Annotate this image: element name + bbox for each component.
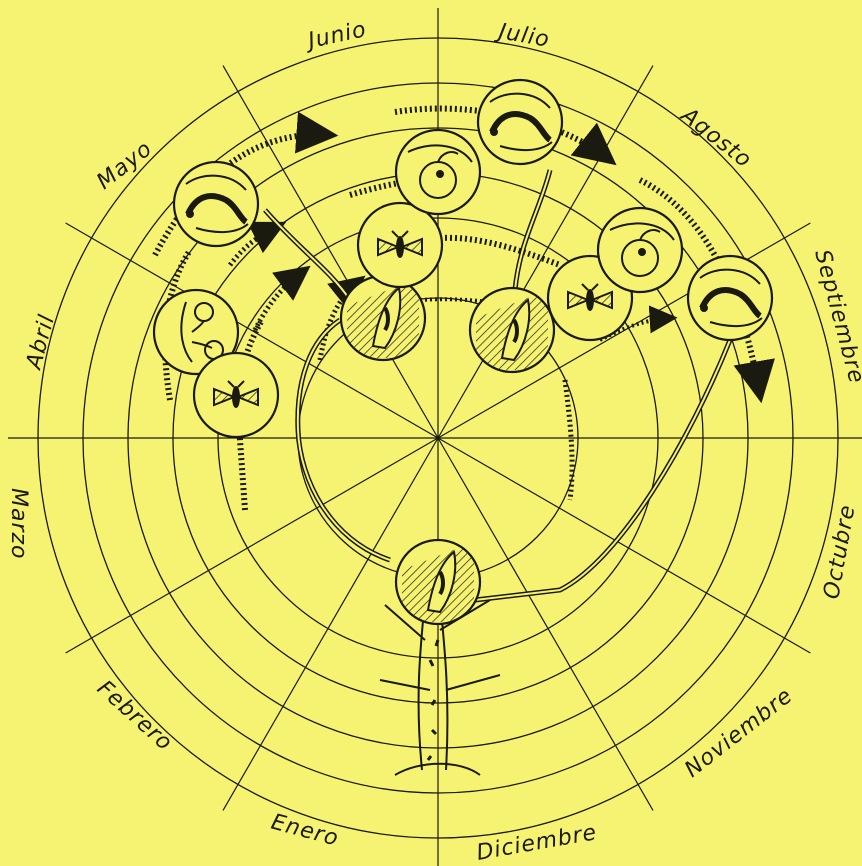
stage-circle [688, 256, 772, 340]
month-divider [438, 438, 810, 653]
month-label-noviembre: Noviembre [680, 683, 797, 782]
month-divider [66, 438, 438, 653]
spring-path [255, 270, 305, 330]
month-label-abril: Abril [21, 312, 60, 374]
stage-june-fruit-egg [396, 130, 480, 214]
tree-trunk [419, 600, 448, 770]
month-divider [438, 438, 653, 810]
stage-overwintering-larva [396, 540, 480, 624]
stage-may-larva-in-fruit [174, 162, 258, 246]
stage-circle [174, 162, 258, 246]
month-label-mayo: Mayo [92, 136, 157, 194]
month-label-diciembre: Diciembre [475, 820, 599, 866]
stage-circle [478, 80, 562, 164]
stage-august-fruit-egg [598, 208, 682, 292]
month-label-octubre: Octubre [819, 503, 860, 601]
stage-june-pupa [341, 276, 425, 360]
month-label-julio: Julio [493, 19, 552, 53]
stage-september-larva [688, 256, 772, 340]
diapause-track [475, 340, 730, 600]
stage-june-moth [358, 203, 442, 287]
month-label-marzo: Marzo [6, 488, 31, 560]
month-label-septiembre: Septiembre [809, 247, 862, 386]
stage-july-larva [478, 80, 562, 164]
month-label-agosto: Agosto [675, 102, 757, 173]
month-label-enero: Enero [268, 810, 341, 852]
stage-july-pupa [470, 288, 554, 372]
month-label-febrero: Febrero [92, 676, 177, 756]
stage-medallions [154, 80, 772, 624]
month-label-junio: Junio [302, 17, 369, 55]
summer-path [440, 238, 560, 265]
stage-spring-moth [194, 353, 278, 437]
